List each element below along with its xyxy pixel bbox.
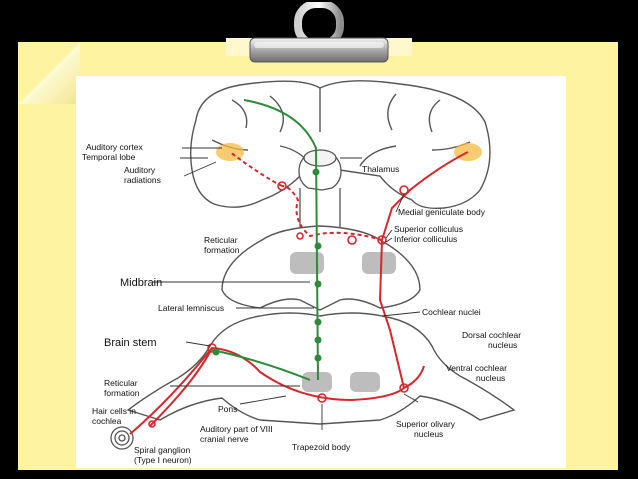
thalamus-shape [298, 149, 342, 191]
label-temporal-lobe: Temporal lobe [82, 152, 136, 162]
label-auditory-nerve-2: cranial nerve [200, 434, 249, 444]
label-lateral-lemniscus: Lateral lemniscus [158, 303, 224, 313]
label-hair-cells-1: Hair cells in [92, 406, 136, 416]
label-dorsal-cochlear-2: nucleus [488, 340, 517, 350]
green-neuron-markers [212, 168, 322, 362]
red-pathway [129, 151, 469, 435]
label-pons: Pons [218, 404, 237, 414]
midbrain-nucleus-right [362, 252, 396, 274]
label-reticular-top-1: Reticular [204, 235, 238, 245]
midbrain-nucleus-left [290, 252, 324, 274]
auditory-cortex-left [216, 143, 244, 161]
label-reticular-bottom-1: Reticular [104, 378, 138, 388]
auditory-pathway-diagram: Auditory cortex Temporal lobe Auditory r… [82, 80, 521, 465]
label-auditory-radiations-2: radiations [124, 175, 161, 185]
label-auditory-radiations-1: Auditory [124, 165, 156, 175]
green-pathway [211, 99, 319, 381]
label-midbrain: Midbrain [120, 277, 162, 289]
note-folded-corner [18, 42, 80, 104]
pons-nucleus-left [302, 372, 332, 392]
label-auditory-cortex: Auditory cortex [86, 142, 143, 152]
label-ventral-cochlear-2: nucleus [476, 373, 505, 383]
label-reticular-bottom-2: formation [104, 388, 140, 398]
label-cochlear-nuclei: Cochlear nuclei [422, 307, 481, 317]
label-brain-stem: Brain stem [104, 337, 157, 349]
label-ventral-cochlear-1: Ventral cochlear [446, 363, 507, 373]
label-auditory-nerve-1: Auditory part of VIII [200, 424, 273, 434]
label-trapezoid-body: Trapezoid body [292, 442, 351, 452]
upper-stem [299, 188, 341, 228]
label-inferior-colliculus: Inferior colliculus [394, 234, 457, 244]
label-hair-cells-2: cochlea [92, 416, 122, 426]
label-medial-geniculate: Medial geniculate body [398, 207, 486, 217]
cochlea-icon [110, 426, 134, 450]
diagram-panel: Auditory cortex Temporal lobe Auditory r… [76, 76, 566, 468]
pons-nucleus-right [350, 372, 380, 392]
label-reticular-top-2: formation [204, 245, 240, 255]
label-superior-colliculus: Superior colliculus [394, 224, 463, 234]
leader-lines [152, 147, 421, 430]
red-neuron-markers [148, 181, 409, 428]
label-dorsal-cochlear-1: Dorsal cochlear [462, 330, 521, 340]
label-superior-olivary-2: nucleus [414, 429, 443, 439]
label-spiral-ganglion-2: (Type I neuron) [134, 455, 192, 465]
label-superior-olivary-1: Superior olivary [396, 419, 456, 429]
label-thalamus: Thalamus [362, 164, 399, 174]
label-spiral-ganglion-1: Spiral ganglion [134, 445, 191, 455]
binder-clip-icon [249, 2, 389, 63]
